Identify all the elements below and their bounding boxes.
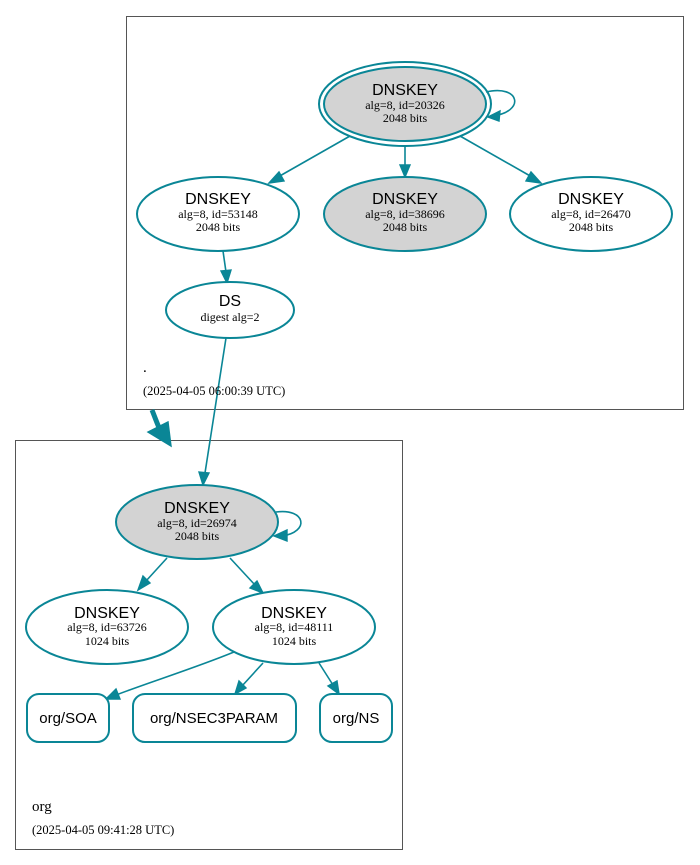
root-zsk3-line1: alg=8, id=26470: [551, 207, 631, 221]
root-zsk2-line1: alg=8, id=38696: [365, 207, 445, 221]
org-zsk2-line2: 1024 bits: [272, 634, 317, 648]
edge-ksk-self: [485, 89, 516, 117]
arrow-delegation: [146, 420, 172, 448]
zone-org-box: [15, 440, 403, 850]
org-ns-label: org/NS: [333, 710, 380, 727]
org-zsk1-type: DNSKEY: [74, 605, 140, 622]
zone-root-box: [126, 16, 684, 410]
arrow-org-zsk2-soa: [104, 687, 122, 700]
root-ds-line1: digest alg=2: [200, 310, 259, 324]
edge-org-ksk-zsk1: [145, 557, 168, 582]
root-ksk-line1: alg=8, id=20326: [365, 98, 445, 112]
org-ksk-node: DNSKEY alg=8, id=26974 2048 bits: [115, 484, 279, 560]
zone-org-label: org: [32, 799, 52, 815]
root-zsk3-line2: 2048 bits: [569, 220, 614, 234]
org-ksk-line2: 2048 bits: [175, 529, 220, 543]
arrow-ksk-self: [486, 109, 501, 122]
zone-root-label: .: [143, 360, 147, 376]
zone-org-timestamp: (2025-04-05 09:41:28 UTC): [32, 823, 174, 837]
org-zsk2-line1: alg=8, id=48111: [255, 620, 334, 634]
arrow-org-ksk-self: [272, 528, 288, 543]
org-zsk2-type: DNSKEY: [261, 605, 327, 622]
root-ksk-type: DNSKEY: [372, 82, 438, 99]
org-zsk1-node: DNSKEY alg=8, id=63726 1024 bits: [25, 589, 189, 665]
root-ds-node: DS digest alg=2: [165, 281, 295, 339]
edge-org-zsk2-ns: [318, 662, 334, 686]
arrow-ksk-zsk2: [398, 164, 412, 179]
org-zsk1-line2: 1024 bits: [85, 634, 130, 648]
org-ns-node: org/NS: [319, 693, 393, 743]
edge-org-zsk2-nsec3param: [241, 662, 264, 687]
org-nsec3param-node: org/NSEC3PARAM: [132, 693, 297, 743]
edge-ksk-zsk1: [277, 135, 351, 178]
arrow-org-zsk2-nsec3param: [233, 679, 248, 696]
root-zsk3-type: DNSKEY: [558, 191, 624, 208]
org-ksk-line1: alg=8, id=26974: [157, 516, 237, 530]
arrow-org-ksk-zsk1: [136, 574, 152, 592]
arrow-org-zsk2-ns: [326, 679, 340, 696]
org-nsec3param-label: org/NSEC3PARAM: [150, 710, 278, 727]
edge-org-zsk2-soa: [115, 651, 235, 696]
root-zsk3-node: DNSKEY alg=8, id=26470 2048 bits: [509, 176, 673, 252]
org-zsk1-line1: alg=8, id=63726: [67, 620, 147, 634]
org-ksk-type: DNSKEY: [164, 500, 230, 517]
org-soa-node: org/SOA: [26, 693, 110, 743]
root-zsk1-node: DNSKEY alg=8, id=53148 2048 bits: [136, 176, 300, 252]
arrow-ksk-zsk3: [524, 170, 543, 184]
edge-ksk-zsk3: [459, 135, 533, 178]
root-zsk1-line1: alg=8, id=53148: [178, 207, 258, 221]
zone-root-timestamp: (2025-04-05 06:00:39 UTC): [143, 384, 285, 398]
arrow-ds-org-ksk: [198, 471, 211, 487]
root-zsk2-node: DNSKEY alg=8, id=38696 2048 bits: [323, 176, 487, 252]
arrow-ksk-zsk1: [267, 170, 286, 184]
root-zsk2-type: DNSKEY: [372, 191, 438, 208]
arrow-org-ksk-zsk2: [248, 579, 265, 595]
edge-zsk1-ds: [222, 250, 227, 273]
edge-ds-org-ksk: [204, 337, 227, 474]
arrow-zsk1-ds: [219, 269, 232, 285]
root-zsk2-line2: 2048 bits: [383, 220, 428, 234]
edge-org-ksk-zsk2: [229, 557, 256, 586]
edge-org-ksk-self: [275, 510, 302, 537]
root-zsk1-type: DNSKEY: [185, 191, 251, 208]
root-zsk1-line2: 2048 bits: [196, 220, 241, 234]
root-ds-type: DS: [219, 293, 241, 310]
root-ksk-node: DNSKEY alg=8, id=20326 2048 bits: [318, 61, 492, 147]
org-zsk2-node: DNSKEY alg=8, id=48111 1024 bits: [212, 589, 376, 665]
org-soa-label: org/SOA: [39, 710, 97, 727]
root-ksk-line2: 2048 bits: [383, 111, 428, 125]
